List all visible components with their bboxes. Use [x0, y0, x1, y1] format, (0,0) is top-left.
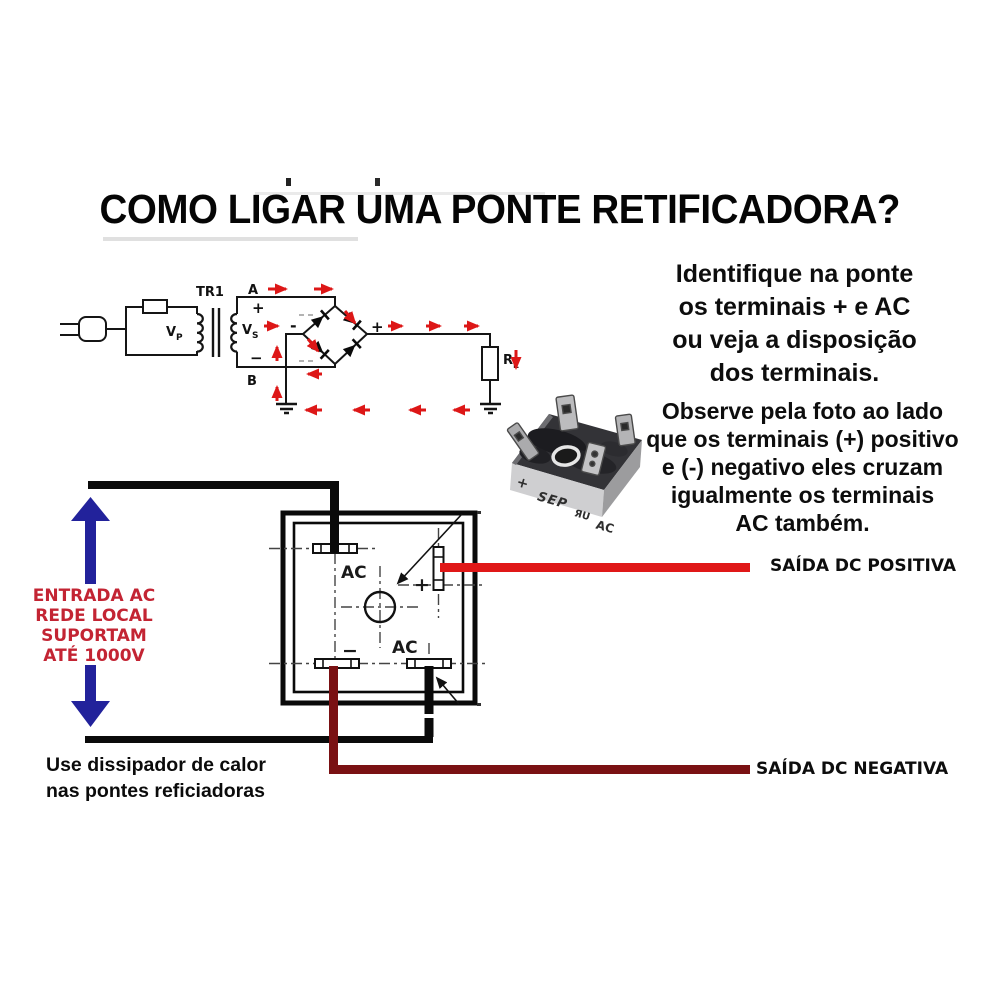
note-line: Identifique na ponte [675, 260, 914, 288]
page-title-wrap: COMO LIGAR UMA PONTE RETIFICADORA? [0, 186, 1000, 233]
ac-input-label: ENTRADA AC REDE LOCAL SUPORTAM ATÉ 1000V [18, 586, 170, 666]
note-line: Observe pela foto ao lado [661, 398, 944, 424]
note-line: igualmente os terminais [670, 482, 935, 508]
secondary-voltage-sub: S [252, 331, 258, 341]
schematic-ac-top-label: AC [341, 563, 367, 583]
hookup-wires [85, 481, 750, 774]
circuit-labels: TR1 V P V S A + − B - + R L [166, 283, 519, 389]
hole-pointer-arrow [396, 513, 463, 585]
heatsink-note-line: Use dissipador de calor [46, 754, 266, 776]
note-line: ou veja a disposição [672, 326, 917, 354]
ground-icon [480, 402, 501, 415]
bridge-rectifier-photo: + SEP ЯU AC [506, 394, 642, 536]
ac-bottom-drop-dash [424, 718, 434, 737]
terminal-a-label: A [248, 283, 258, 298]
ac-input-line: ATÉ 1000V [43, 646, 145, 666]
schematic-ac-bottom-label: AC [392, 638, 418, 658]
transformer-label: TR1 [196, 285, 224, 300]
dc-negative-wire-horizontal [329, 765, 750, 774]
load-resistor [481, 346, 499, 381]
primary-voltage-label: V [166, 325, 176, 340]
note-line: dos terminais. [709, 359, 880, 387]
ac-input-wire-bottom [85, 736, 433, 743]
identify-terminals-note: Identifique na ponte os terminais + e AC… [612, 258, 977, 390]
observe-photo-note: Observe pela foto ao lado que os termina… [610, 397, 995, 537]
ac-bottom-drop-upper [424, 666, 434, 714]
page-title: COMO LIGAR UMA PONTE RETIFICADORA? [99, 186, 901, 232]
dc-negative-wire-vertical [329, 666, 338, 772]
dc-positive-output-label: SAÍDA DC POSITIVA [770, 556, 956, 576]
current-flow-arrows [264, 283, 522, 416]
terminal-b-sign: − [250, 349, 263, 367]
dc-positive-wire [440, 563, 750, 572]
plug-icon [60, 316, 126, 342]
photo-cert-marking: ЯU [573, 508, 591, 523]
bridge-minus-label: - [290, 316, 297, 335]
note-line: e (-) negativo eles cruzam [661, 454, 944, 480]
photo-markings: + SEP ЯU AC [515, 474, 616, 536]
primary-voltage-sub: P [176, 333, 183, 343]
scan-artifacts [103, 178, 545, 241]
ac-input-line: ENTRADA AC [32, 586, 156, 606]
mounting-hole [363, 590, 397, 624]
ac-circuit-schematic [60, 296, 501, 415]
diode-icons [310, 309, 362, 360]
bridge-top-view-schematic: AC + − AC [269, 510, 487, 706]
photo-plus-marking: + [515, 474, 531, 493]
schematic-minus-label: − [342, 640, 358, 662]
ac-tab-pointer-arrow [435, 676, 460, 705]
heatsink-note-line: nas pontes reficiadoras [46, 780, 265, 802]
ac-input-wire-top [88, 481, 335, 489]
fuse-icon [142, 299, 168, 314]
ac-input-wire-top-drop [330, 481, 339, 553]
dc-negative-output-label: SAÍDA DC NEGATIVA [756, 759, 949, 779]
secondary-voltage-label: V [242, 323, 252, 338]
load-r-label: R [503, 353, 513, 368]
bridge-plus-label: + [371, 318, 384, 336]
heatsink-note: Use dissipador de calor nas pontes refic… [46, 752, 266, 804]
photo-ac-marking: AC [594, 518, 615, 536]
note-line: AC também. [735, 510, 870, 536]
ground-icon [276, 402, 297, 415]
terminal-b-label: B [247, 374, 257, 389]
note-line: que os terminais (+) positivo [646, 426, 959, 452]
terminal-a-sign: + [252, 299, 265, 317]
schematic-plus-label: + [414, 574, 430, 596]
ac-input-line: REDE LOCAL [35, 606, 153, 626]
terminal-tabs [506, 394, 636, 476]
ac-input-line: SUPORTAM [41, 626, 147, 646]
note-line: os terminais + e AC [678, 293, 911, 321]
ac-input-double-arrow [71, 497, 110, 727]
